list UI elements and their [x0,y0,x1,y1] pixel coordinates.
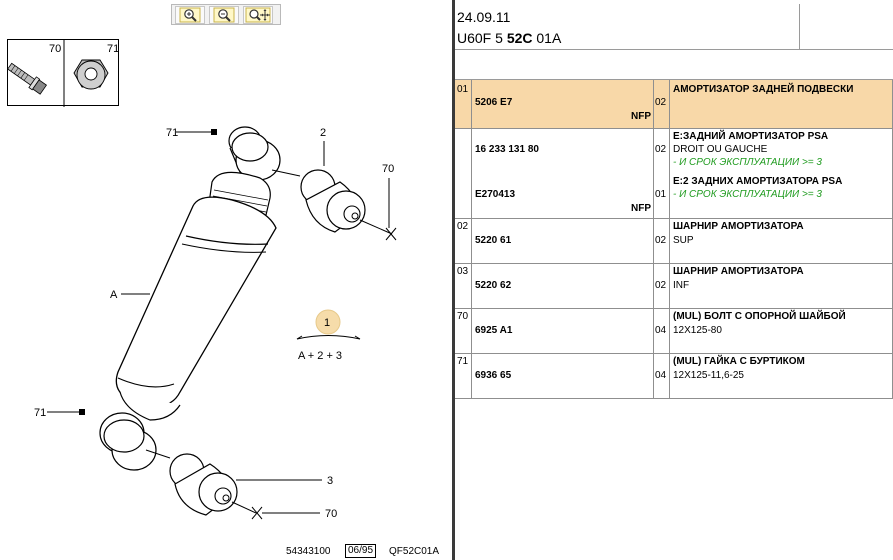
part-quantity: 02 [655,97,667,108]
part-quantity: 04 [655,370,667,381]
callout-A-label: A [110,289,118,301]
part-description: E:ЗАДНИЙ АМОРТИЗАТОР PSA [673,131,829,142]
part-reference[interactable]: 16 233 131 80 [475,144,539,155]
parts-header: 24.09.11 U60F 5 52C 01A [455,4,893,49]
kit-badge: 1 A + 2 + 3 [296,309,361,362]
shock-absorber-diagram: 71 [34,126,397,520]
diagram-pane: 70 71 71 [7,4,440,558]
part-detail: 12X125-80 [673,325,722,336]
zoom-fit-button[interactable] [243,6,273,24]
part-reference[interactable]: 5220 61 [475,235,512,246]
fastener-thumbnail-drawing: 70 71 [7,40,119,107]
table-row[interactable]: 71 6936 65 04 (MUL) ГАЙКА С БУРТИКОМ 12X… [455,354,893,399]
callout-2-label: 2 [320,127,326,139]
part-reference[interactable]: 6925 A1 [475,325,513,336]
table-row[interactable]: 01 5206 E7 NFP 02 АМОРТИЗАТОР ЗАДНЕЙ ПОД… [455,80,893,129]
parts-pane: 24.09.11 U60F 5 52C 01A 01 5206 E7 NFP 0… [455,0,893,560]
nfp-flag: NFP [631,203,651,214]
zoom-out-button[interactable] [209,6,239,24]
diagram-code: 54343100 [286,546,331,557]
part-description: (MUL) ГАЙКА С БУРТИКОМ [673,356,805,367]
part-description: (MUL) БОЛТ С ОПОРНОЙ ШАЙБОЙ [673,311,846,322]
part-detail: INF [673,280,690,291]
callout-70-bottom: 70 [262,508,337,520]
part-reference[interactable]: 5206 E7 [475,97,513,108]
part-reference[interactable]: 5220 62 [475,280,512,291]
callout-71-bottom: 71 [34,407,85,419]
part-detail: 12X125-11,6-25 [673,370,744,381]
callout-71-bottom-label: 71 [34,407,46,419]
callout-3-label: 3 [327,475,333,487]
pane-divider[interactable] [452,0,455,560]
part-quantity: 02 [655,235,667,246]
parts-table: 01 5206 E7 NFP 02 АМОРТИЗАТОР ЗАДНЕЙ ПОД… [455,80,893,399]
nut-icon [73,59,109,90]
model-suffix: 01A [532,30,562,46]
callout-2: 2 [320,127,326,166]
part-description: ШАРНИР АМОРТИЗАТОРА [673,266,804,277]
table-row[interactable]: 03 5220 62 02 ШАРНИР АМОРТИЗАТОРА INF [455,264,893,309]
model-prefix: U60F 5 [457,30,507,46]
callout-70-bottom-label: 70 [325,508,337,520]
thumb-label-70: 70 [49,43,61,55]
part-description: E:2 ЗАДНИХ АМОРТИЗАТОРА PSA [673,176,843,187]
part-reference[interactable]: 6936 65 [475,370,512,381]
table-row[interactable]: 02 5220 61 02 ШАРНИР АМОРТИЗАТОРА SUP [455,219,893,264]
thumb-label-71: 71 [107,43,119,55]
row-index: 02 [457,221,469,232]
callout-71-top-label: 71 [166,127,178,139]
part-description: ШАРНИР АМОРТИЗАТОРА [673,221,804,232]
part-quantity: 02 [655,280,667,291]
upper-eye [228,126,281,181]
callout-71-top: 71 [166,127,217,139]
part-note: - И СРОК ЭКСПЛУАТАЦИИ >= 3 [673,189,822,200]
zoom-fit-icon [245,7,271,23]
model-bold: 52C [506,30,533,46]
part-detail: SUP [673,235,694,246]
diagram-date: 06/95 [345,544,377,558]
row-index: 03 [457,266,469,277]
part-quantity: 01 [655,189,667,200]
part-reference[interactable]: E270413 [475,189,516,200]
table-row[interactable]: 70 6925 A1 04 (MUL) БОЛТ С ОПОРНОЙ ШАЙБО… [455,309,893,354]
callout-3: 3 [236,475,333,487]
part-description: АМОРТИЗАТОР ЗАДНЕЙ ПОДВЕСКИ [673,84,854,95]
zoom-out-icon [213,7,235,23]
shock-body [115,196,277,407]
lower-bushing [145,449,263,520]
header-date: 24.09.11 [457,9,511,25]
header-model: U60F 5 52C 01A [457,30,561,46]
part-quantity: 02 [655,144,667,155]
kit-badge-number: 1 [324,317,330,329]
part-quantity: 04 [655,325,667,336]
nfp-flag: NFP [631,111,651,122]
row-index: 70 [457,311,469,322]
table-row[interactable]: 16 233 131 80 02 E:ЗАДНИЙ АМОРТИЗАТОР PS… [455,129,893,219]
kit-formula: A + 2 + 3 [298,350,342,362]
zoom-in-icon [179,7,201,23]
zoom-in-button[interactable] [175,6,205,24]
upper-bushing [271,169,397,241]
lower-eye [99,391,181,471]
callout-70-top-label: 70 [382,163,394,175]
row-index: 71 [457,356,469,367]
callout-70-top: 70 [382,163,394,228]
row-index: 01 [457,84,469,95]
zoom-toolbar [171,4,281,25]
callout-A: A [110,289,150,301]
fastener-thumbnail: 70 71 [7,39,119,107]
part-note: - И СРОК ЭКСПЛУАТАЦИИ >= 3 [673,157,822,168]
bolt-icon [7,62,47,95]
diagram-ref: QF52C01A [389,546,440,557]
part-detail: DROIT OU GAUCHE [673,144,768,155]
